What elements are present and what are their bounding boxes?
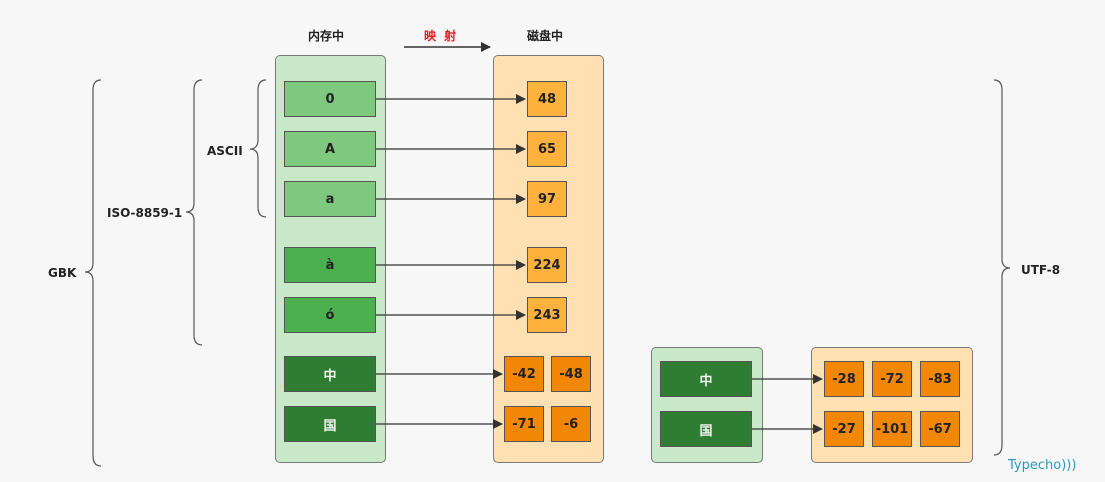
char-label: 中 (323, 368, 337, 384)
byte-label: -72 (880, 371, 904, 387)
gbk-label: GBK (48, 266, 77, 280)
memory-cell: A (284, 131, 376, 167)
watermark-text: Typecho))) (1008, 458, 1077, 473)
utf8-byte-cell: -101 (872, 411, 912, 447)
ascii-brace (249, 79, 267, 218)
utf8-byte-cell: -72 (872, 361, 912, 397)
byte-label: -48 (559, 366, 583, 382)
byte-cell: 224 (527, 247, 567, 283)
utf8-brace (993, 79, 1011, 456)
utf8-byte-cell: -28 (824, 361, 864, 397)
memory-header: 内存中 (308, 29, 345, 43)
byte-label: -27 (832, 421, 856, 437)
byte-cell: 48 (527, 81, 567, 117)
char-label: 国 (699, 423, 713, 439)
memory-cell: 国 (284, 406, 376, 442)
char-label: 国 (323, 418, 337, 434)
memory-cell: ó (284, 297, 376, 333)
byte-label: 48 (537, 91, 557, 107)
byte-label: -42 (512, 366, 536, 382)
byte-cell: -6 (551, 406, 591, 442)
utf8-memory-cell: 国 (660, 411, 752, 447)
byte-label: 65 (537, 141, 557, 157)
memory-cell: 中 (284, 356, 376, 392)
byte-label: 224 (533, 257, 561, 273)
byte-cell: 97 (527, 181, 567, 217)
byte-label: 243 (533, 307, 561, 323)
iso-brace (185, 79, 203, 346)
disk-header: 磁盘中 (527, 29, 564, 43)
mapping-header: 映 射 (424, 29, 459, 43)
byte-cell: -48 (551, 356, 591, 392)
utf8-byte-cell: -27 (824, 411, 864, 447)
char-label: A (324, 141, 336, 157)
byte-cell: 243 (527, 297, 567, 333)
byte-label: 97 (537, 191, 557, 207)
byte-cell: -42 (504, 356, 544, 392)
memory-cell: a (284, 181, 376, 217)
char-label: a (325, 191, 335, 207)
byte-label: -101 (875, 421, 909, 437)
byte-cell: -71 (504, 406, 544, 442)
char-label: à (325, 257, 335, 273)
ascii-label: ASCII (207, 144, 243, 158)
byte-label: -71 (512, 416, 536, 432)
byte-label: -6 (563, 416, 579, 432)
utf8-byte-cell: -67 (920, 411, 960, 447)
char-label: ó (325, 307, 335, 323)
memory-cell: à (284, 247, 376, 283)
utf8-label: UTF-8 (1021, 263, 1061, 277)
utf8-memory-cell: 中 (660, 361, 752, 397)
byte-label: -67 (928, 421, 952, 437)
iso-label: ISO-8859-1 (107, 206, 183, 220)
utf8-byte-cell: -83 (920, 361, 960, 397)
char-label: 中 (699, 373, 713, 389)
byte-label: -83 (928, 371, 952, 387)
memory-cell: 0 (284, 81, 376, 117)
byte-cell: 65 (527, 131, 567, 167)
gbk-brace (84, 79, 102, 467)
char-label: 0 (325, 91, 335, 107)
byte-label: -28 (832, 371, 856, 387)
